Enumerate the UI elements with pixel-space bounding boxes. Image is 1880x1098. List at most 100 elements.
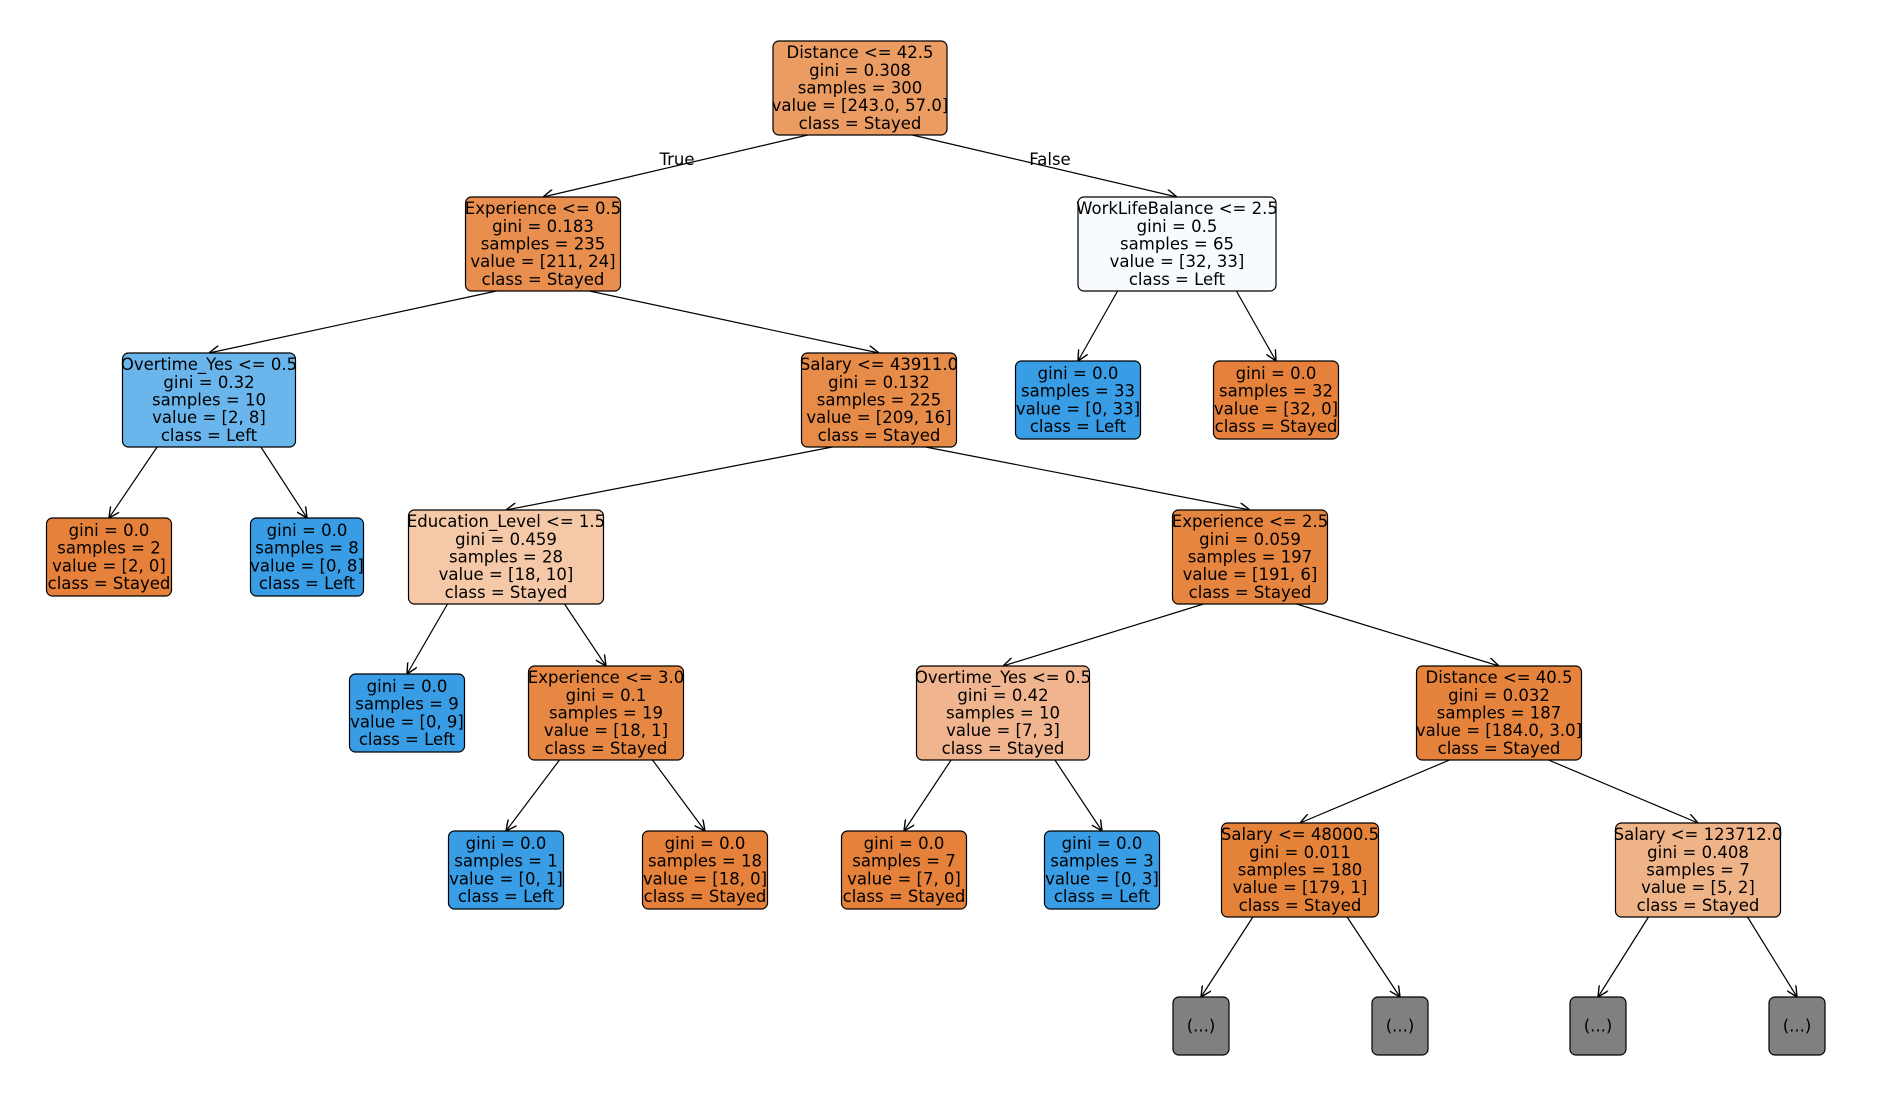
node-box <box>641 830 769 910</box>
node-text-line: WorkLifeBalance <= 2.5 <box>1076 199 1278 218</box>
tree-edge <box>506 446 833 510</box>
truncated-node: (...) <box>1371 996 1429 1056</box>
node-box <box>407 509 605 605</box>
truncated-node: (...) <box>1172 996 1230 1056</box>
node-text-line: value = [0, 9] <box>350 712 464 731</box>
node-text-line: value = [211, 24] <box>470 252 615 271</box>
node-box <box>1220 822 1380 918</box>
node-text-line: class = Left <box>1030 417 1127 436</box>
node-text-line: class = Left <box>259 574 356 593</box>
node-text-line: class = Stayed <box>1189 583 1312 602</box>
node-box <box>1212 360 1340 440</box>
tree-edge <box>1054 759 1102 831</box>
node-box <box>1172 996 1230 1056</box>
node-box <box>1371 996 1429 1056</box>
node-text-line: samples = 65 <box>1120 235 1234 254</box>
node-text-line: samples = 3 <box>1050 852 1153 871</box>
node-text-line: samples = 187 <box>1437 704 1561 723</box>
node-text-line: class = Left <box>1054 887 1151 906</box>
node-box <box>1569 996 1627 1056</box>
node-text-line: value = [209, 16] <box>806 408 951 427</box>
node-text-line: Salary <= 43911.0 <box>800 355 958 374</box>
node-text-line: value = [32, 33] <box>1110 252 1245 271</box>
node-text-line: samples = 2 <box>57 539 160 558</box>
tree-edge <box>1300 759 1450 823</box>
node-text-line: class = Stayed <box>48 574 171 593</box>
node-text-line: gini = 0.308 <box>809 61 911 80</box>
tree-edge <box>109 446 158 518</box>
node-box <box>1043 830 1161 910</box>
node-text-line: gini = 0.42 <box>957 686 1048 705</box>
node-text-line: gini = 0.0 <box>1038 364 1119 383</box>
tree-edge <box>589 290 880 353</box>
node-text-line: samples = 32 <box>1219 382 1333 401</box>
node-box <box>348 673 466 753</box>
node-text-line: gini = 0.0 <box>864 834 945 853</box>
node-text-line: class = Stayed <box>818 426 941 445</box>
node-text-line: class = Stayed <box>1239 896 1362 915</box>
node-box <box>915 665 1091 761</box>
node-text-line: gini = 0.0 <box>267 521 348 540</box>
node-text-line: (...) <box>1187 1017 1216 1036</box>
tree-edge <box>1235 290 1276 361</box>
node-box <box>121 352 297 448</box>
tree-edge <box>904 759 952 831</box>
node-text-line: gini = 0.132 <box>828 373 930 392</box>
node-text-line: (...) <box>1584 1017 1613 1036</box>
tree-edge <box>209 290 497 353</box>
tree-edge <box>260 446 307 518</box>
truncated-node: (...) <box>1569 996 1627 1056</box>
node-text-line: Distance <= 42.5 <box>786 43 933 62</box>
tree-edge <box>543 134 808 197</box>
node-text-line: (...) <box>1783 1017 1812 1036</box>
node-text-line: gini = 0.011 <box>1249 843 1351 862</box>
node-text-line: gini = 0.0 <box>665 834 746 853</box>
node-text-line: value = [0, 8] <box>250 556 364 575</box>
node-text-line: class = Stayed <box>1438 739 1561 758</box>
node-text-line: samples = 235 <box>481 235 605 254</box>
node-text-line: class = Stayed <box>942 739 1065 758</box>
tree-edge <box>652 759 706 831</box>
node-text-line: class = Left <box>1129 270 1226 289</box>
node-text-line: value = [7, 3] <box>946 721 1060 740</box>
tree-edge <box>912 134 1177 197</box>
tree-edge <box>1296 603 1500 666</box>
node-box <box>464 196 622 292</box>
node-box <box>1415 665 1583 761</box>
node-text-line: Education_Level <= 1.5 <box>407 512 605 532</box>
false-edge-label: False <box>1029 150 1070 169</box>
node-box <box>527 665 685 761</box>
node-text-line: samples = 197 <box>1188 548 1312 567</box>
node-text-line: samples = 1 <box>454 852 557 871</box>
tree-edge <box>1003 603 1204 666</box>
node-text-line: samples = 7 <box>1646 861 1749 880</box>
node-text-line: samples = 300 <box>798 79 922 98</box>
node-text-line: gini = 0.459 <box>455 530 557 549</box>
node-box <box>800 352 958 448</box>
node-text-line: samples = 8 <box>255 539 358 558</box>
node-text-line: value = [191, 6] <box>1183 565 1318 584</box>
node-text-line: value = [18, 10] <box>439 565 574 584</box>
node-text-line: Salary <= 48000.5 <box>1221 825 1379 844</box>
node-text-line: gini = 0.0 <box>466 834 547 853</box>
node-text-line: class = Stayed <box>1215 417 1338 436</box>
node-text-line: Experience <= 3.0 <box>528 668 684 687</box>
node-text-line: value = [179, 1] <box>1233 878 1368 897</box>
node-text-line: samples = 33 <box>1021 382 1135 401</box>
true-edge-label: True <box>658 150 694 169</box>
node-text-line: Distance <= 40.5 <box>1425 668 1572 687</box>
node-box <box>249 517 365 597</box>
node-text-line: class = Stayed <box>1637 896 1760 915</box>
tree-edge <box>506 759 560 831</box>
